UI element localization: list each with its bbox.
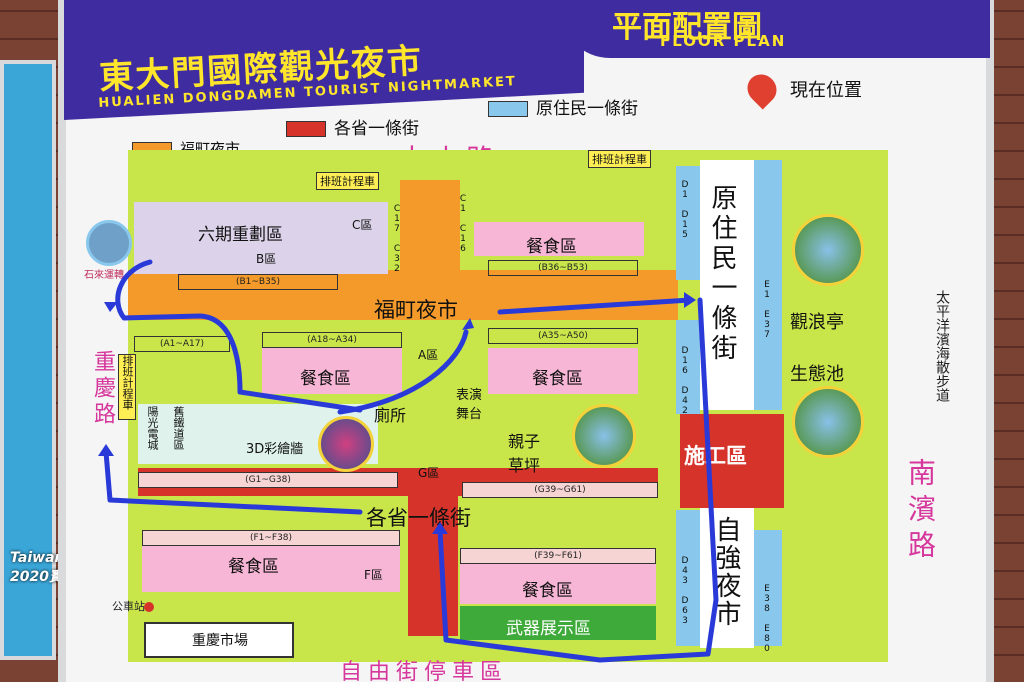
stall-range-b36: (B36~B53) xyxy=(488,260,638,276)
market-block xyxy=(144,622,294,658)
toilet-label: 廁所 xyxy=(374,406,407,425)
yuanzhumin-street xyxy=(700,160,754,410)
map-area: (B1~B35) (B36~B53) (A1~A17) (A18~A34) (A… xyxy=(128,150,888,662)
stall-range-g39: (G39~G61) xyxy=(462,482,658,498)
redevelop-block xyxy=(134,202,388,274)
coastal-walkway: 太平洋濱海散步道 xyxy=(934,290,950,402)
arrow-head-3 xyxy=(684,292,696,308)
mural-photo xyxy=(318,416,374,472)
rock-label: 石來運轉 xyxy=(84,270,124,281)
stall-range-a1: (A1~A17) xyxy=(134,336,230,352)
zone-c: C區 xyxy=(352,218,373,232)
stall-range-b1: (B1~B35) xyxy=(178,274,338,290)
current-location-label: 現在位置 xyxy=(790,80,862,101)
weapons-block xyxy=(460,606,656,640)
market-label: 重慶市場 xyxy=(192,633,248,649)
taxi-label-1: 排班計程車 xyxy=(316,172,379,190)
stall-range-c1: C1 C16 xyxy=(458,194,468,254)
bus-stop-dot xyxy=(144,602,154,612)
stall-range-e1: E1 E37 xyxy=(762,280,772,340)
stall-range-c17: C17 C32 xyxy=(392,204,402,274)
stage-label: 表演舞台 xyxy=(456,388,483,422)
food-label-a: 餐食區 xyxy=(300,369,351,389)
route-segment-1 xyxy=(115,259,363,413)
yuanzhumin-label: 原住民一條街 xyxy=(707,184,737,364)
legend-label: 各省一條街 xyxy=(334,119,419,139)
legend-swatch-blue xyxy=(488,101,528,117)
stall-range-a35: (A35~A50) xyxy=(488,328,638,344)
adjacent-sign xyxy=(0,60,56,660)
stall-range-f39: (F39~F61) xyxy=(460,548,656,564)
pond-label: 生態池 xyxy=(790,364,844,385)
food-label-f2: 餐食區 xyxy=(522,581,573,601)
zone-gesheng-label: 各省一條街 xyxy=(366,506,471,530)
legend-item-gesheng: 各省一條街 xyxy=(286,114,419,139)
watermark-line1: Taiwan xyxy=(10,550,65,566)
zone-a: A區 xyxy=(418,348,439,362)
route-segment-5 xyxy=(103,449,363,515)
road-nanbin: 南濱路 xyxy=(904,458,937,566)
bus-stop-label: 公車站 xyxy=(112,600,145,613)
pavilion-label: 觀浪亭 xyxy=(790,312,844,333)
rock-photo xyxy=(86,220,132,266)
stall-range-g1: (G1~G38) xyxy=(138,472,398,488)
zone-b: B區 xyxy=(256,252,277,266)
arrow-head-4 xyxy=(432,522,448,534)
route-segment-4 xyxy=(437,297,719,663)
road-bottom: 自由街停車區 xyxy=(340,660,509,682)
railway-label: 舊鐵道區 xyxy=(172,406,185,450)
fuding-band-lower xyxy=(128,300,678,320)
ziqiang-street xyxy=(700,508,754,648)
yuanzhumin-d43 xyxy=(676,510,700,646)
lawn-label: 親子草坪 xyxy=(508,432,541,475)
zone-fuding-label: 福町夜市 xyxy=(374,298,458,322)
lawn-photo xyxy=(572,404,636,468)
construction-label: 施工區 xyxy=(684,444,747,468)
pond-photo xyxy=(792,386,864,458)
construction-block xyxy=(680,414,784,508)
stall-range-e38: E38 E80 xyxy=(762,584,772,654)
zone-f: F區 xyxy=(364,568,383,582)
stall-range-d1: D1 D15 xyxy=(680,180,690,240)
fuding-vertical xyxy=(400,180,460,290)
zone-redevelop: 六期重劃區 xyxy=(198,225,283,245)
floor-plan-english: FLOOR PLAN xyxy=(660,32,787,50)
food-block-a2 xyxy=(488,348,638,394)
food-block-f2 xyxy=(460,564,656,604)
weapons-label: 武器展示區 xyxy=(506,619,591,639)
zone-g: G區 xyxy=(418,466,440,480)
food-label-a2: 餐食區 xyxy=(532,369,583,389)
mural-label: 3D彩繪牆 xyxy=(246,442,304,457)
yuanzhumin-d1 xyxy=(676,166,700,280)
taxi-label-3: 排班計程車 xyxy=(118,354,136,420)
route-segment-2 xyxy=(337,329,469,415)
legend-label: 原住民一條街 xyxy=(536,99,638,119)
gesheng-vertical xyxy=(408,496,458,636)
food-block-a xyxy=(262,348,402,394)
floor-plan-chinese: 平面配置圖 xyxy=(612,10,762,45)
legend-swatch-red xyxy=(286,121,326,137)
yuanzhumin-d16 xyxy=(676,320,700,414)
road-chongqing: 重慶路 xyxy=(90,350,115,428)
yuanzhumin-e38 xyxy=(754,530,782,646)
yuanzhumin-e1 xyxy=(754,160,782,410)
floor-plan-banner xyxy=(560,0,990,58)
stall-range-d16: D16 D42 xyxy=(680,346,690,416)
pavilion-photo xyxy=(792,214,864,286)
arrow-head-5 xyxy=(98,444,114,456)
arrow-head-2 xyxy=(462,318,474,330)
legend-item-yuanzhumin: 原住民一條街 xyxy=(488,94,638,119)
arrow-head-1 xyxy=(104,302,118,312)
food-label-f: 餐食區 xyxy=(228,557,279,577)
food-block-top xyxy=(474,222,644,256)
stall-range-d43: D43 D63 xyxy=(680,556,690,626)
food-label-top: 餐食區 xyxy=(526,237,577,257)
route-segment-3 xyxy=(497,297,693,315)
sunlight-label: 陽光電城 xyxy=(146,406,159,450)
taxi-label-2: 排班計程車 xyxy=(588,150,651,168)
stall-range-f1: (F1~F38) xyxy=(142,530,400,546)
stall-range-a18: (A18~A34) xyxy=(262,332,402,348)
